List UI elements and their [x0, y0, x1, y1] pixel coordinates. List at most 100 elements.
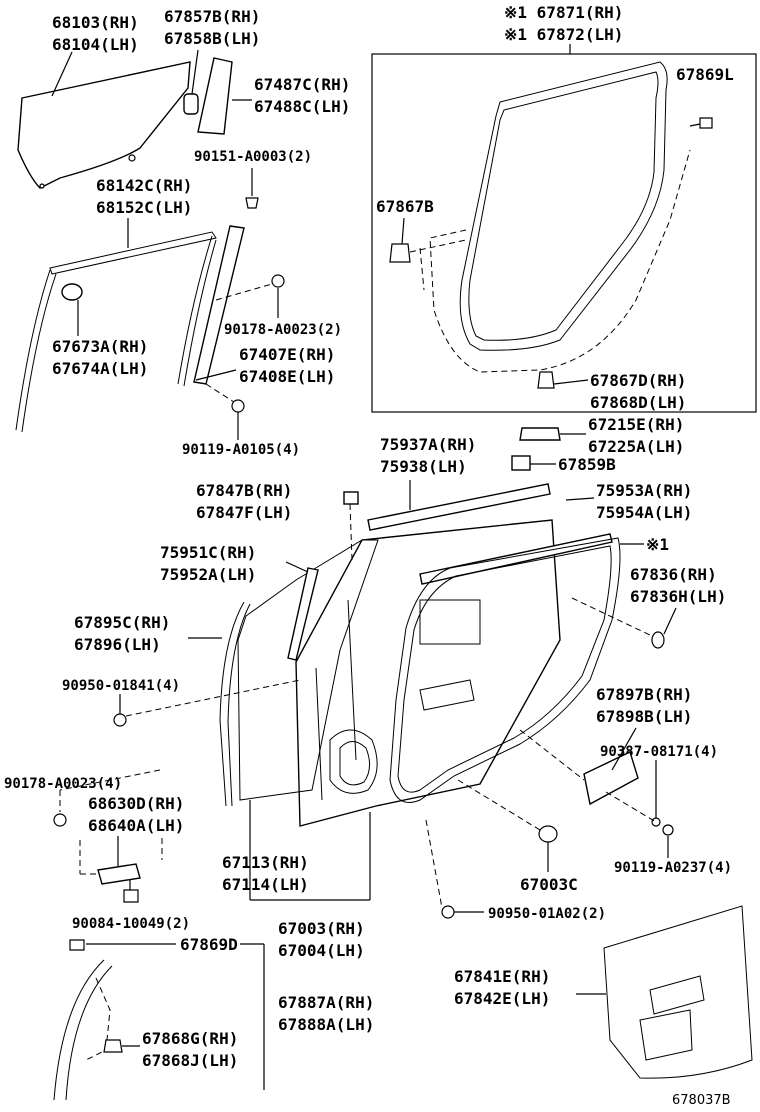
rear-fender-molding[interactable] [53, 959, 113, 1101]
label-67407e[interactable]: 67407E(RH) [239, 345, 335, 364]
label-90178-a0023-4[interactable]: 90178-A0023(4) [4, 776, 122, 792]
door-outer-frame[interactable] [237, 539, 379, 856]
door-opening-weatherstrip[interactable] [389, 537, 644, 803]
label-67836[interactable]: 67836(RH) [630, 565, 717, 584]
label-90950-01841[interactable]: 90950-01841(4) [62, 678, 180, 694]
label-68142c[interactable]: 68142C(RH) [96, 176, 192, 195]
plug-67859b[interactable] [511, 455, 556, 471]
label-67836h[interactable]: 67836H(LH) [630, 587, 726, 606]
outer-weatherstrip[interactable] [188, 601, 251, 807]
label-67114[interactable]: 67114(LH) [222, 875, 309, 894]
label-67488c[interactable]: 67488C(LH) [254, 97, 350, 116]
label-67673a[interactable]: 67673A(RH) [52, 337, 148, 356]
clip-90950-01841[interactable] [113, 679, 301, 727]
label-67674a[interactable]: 67674A(LH) [52, 359, 148, 378]
service-hole-cover[interactable] [519, 727, 639, 806]
label-67898b[interactable]: 67898B(LH) [596, 707, 692, 726]
label-75938[interactable]: 75938(LH) [380, 457, 467, 476]
label-67847b[interactable]: 67847B(RH) [196, 481, 292, 500]
window-seal-round[interactable] [61, 283, 83, 336]
label-68104[interactable]: 68104(LH) [52, 35, 139, 54]
label-67225a[interactable]: 67225A(LH) [588, 437, 684, 456]
label-67113[interactable]: 67113(RH) [222, 853, 309, 872]
label-67857b[interactable]: 67857B(RH) [164, 7, 260, 26]
label-75952a[interactable]: 75952A(LH) [160, 565, 256, 584]
label-75954a[interactable]: 75954A(LH) [596, 503, 692, 522]
label-67842e[interactable]: 67842E(LH) [454, 989, 550, 1008]
label-68152c[interactable]: 68152C(LH) [96, 198, 192, 217]
label-90178-a[interactable]: 90178-A0023(2) [224, 322, 342, 338]
weatherstrip-detail-box [371, 44, 757, 413]
label-67888a[interactable]: 67888A(LH) [278, 1015, 374, 1034]
door-service-cover[interactable] [576, 905, 753, 1079]
clip-67867b[interactable] [389, 217, 467, 263]
clip-90950-01a02[interactable] [425, 819, 484, 919]
label-75951c[interactable]: 75951C(RH) [160, 543, 256, 562]
label-67869d[interactable]: 67869D [180, 935, 238, 954]
label-67872[interactable]: ※1 67872(LH) [504, 25, 623, 44]
screw-90151[interactable] [245, 168, 259, 209]
clip-67869d[interactable] [69, 939, 176, 951]
label-67867b[interactable]: 67867B [376, 197, 434, 216]
label-67408e[interactable]: 67408E(LH) [239, 367, 335, 386]
bolt-90178[interactable] [215, 274, 285, 318]
door-hinge[interactable] [79, 836, 163, 885]
belt-molding-outer[interactable] [367, 480, 551, 531]
leader-lines-door [249, 812, 371, 901]
bracket-67887a [240, 943, 265, 1090]
label-67004[interactable]: 67004(LH) [278, 941, 365, 960]
label-67841e[interactable]: 67841E(RH) [454, 967, 550, 986]
label-67868j[interactable]: 67868J(LH) [142, 1051, 238, 1070]
label-note-1[interactable]: ※1 [646, 535, 669, 554]
label-67868g[interactable]: 67868G(RH) [142, 1029, 238, 1048]
label-67896[interactable]: 67896(LH) [74, 635, 161, 654]
inside-handle-bezel[interactable] [519, 427, 586, 441]
screw-90119-a0105[interactable] [205, 383, 245, 440]
door-inner-panel[interactable] [295, 519, 561, 827]
label-90950-01a02[interactable]: 90950-01A02(2) [488, 906, 606, 922]
clip-67868g[interactable] [103, 1039, 140, 1053]
screw-90119-a0237[interactable] [605, 760, 674, 858]
clip-67869l[interactable] [689, 117, 713, 129]
bolt-90084[interactable] [123, 880, 139, 903]
label-67003c[interactable]: 67003C [520, 875, 578, 894]
label-67487c[interactable]: 67487C(RH) [254, 75, 350, 94]
label-67215e[interactable]: 67215E(RH) [588, 415, 684, 434]
grommet-67836[interactable] [571, 597, 677, 649]
label-67868d[interactable]: 67868D(LH) [590, 393, 686, 412]
run-channel-clip[interactable] [183, 49, 199, 115]
label-75937a[interactable]: 75937A(RH) [380, 435, 476, 454]
label-67003[interactable]: 67003(RH) [278, 919, 365, 938]
corner-cover[interactable] [197, 57, 252, 135]
label-68103[interactable]: 68103(RH) [52, 13, 139, 32]
pad-67847b[interactable] [343, 491, 359, 561]
label-90119-a0105[interactable]: 90119-A0105(4) [182, 442, 300, 458]
label-67859b[interactable]: 67859B [558, 455, 616, 474]
label-67895c[interactable]: 67895C(RH) [74, 613, 170, 632]
label-67897b[interactable]: 67897B(RH) [596, 685, 692, 704]
division-bar[interactable] [193, 225, 245, 385]
label-67858b[interactable]: 67858B(LH) [164, 29, 260, 48]
molding-75951c[interactable] [285, 561, 319, 661]
door-glass[interactable] [17, 51, 191, 189]
plug-67003c[interactable] [457, 779, 558, 872]
label-68630d[interactable]: 68630D(RH) [88, 794, 184, 813]
label-75953a[interactable]: 75953A(RH) [596, 481, 692, 500]
label-90151[interactable]: 90151-A0003(2) [194, 149, 312, 165]
glass-run[interactable] [15, 218, 217, 433]
part-labels: 68103(RH) 68104(LH) 67857B(RH) 67858B(LH… [4, 3, 734, 1108]
label-67887a[interactable]: 67887A(RH) [278, 993, 374, 1012]
label-67847f[interactable]: 67847F(LH) [196, 503, 292, 522]
label-90119-a0237[interactable]: 90119-A0237(4) [614, 860, 732, 876]
figure-id: 678037B [672, 1093, 731, 1108]
label-68640a[interactable]: 68640A(LH) [88, 816, 184, 835]
label-67871[interactable]: ※1 67871(RH) [504, 3, 623, 22]
nut-90178-a0023-4[interactable] [53, 769, 161, 827]
clip-67867d[interactable] [537, 371, 589, 389]
label-67869l[interactable]: 67869L [676, 65, 734, 84]
label-67867d[interactable]: 67867D(RH) [590, 371, 686, 390]
label-90084[interactable]: 90084-10049(2) [72, 916, 190, 932]
door-weatherstrip[interactable] [419, 61, 691, 373]
belt-molding-inner[interactable] [419, 497, 613, 585]
